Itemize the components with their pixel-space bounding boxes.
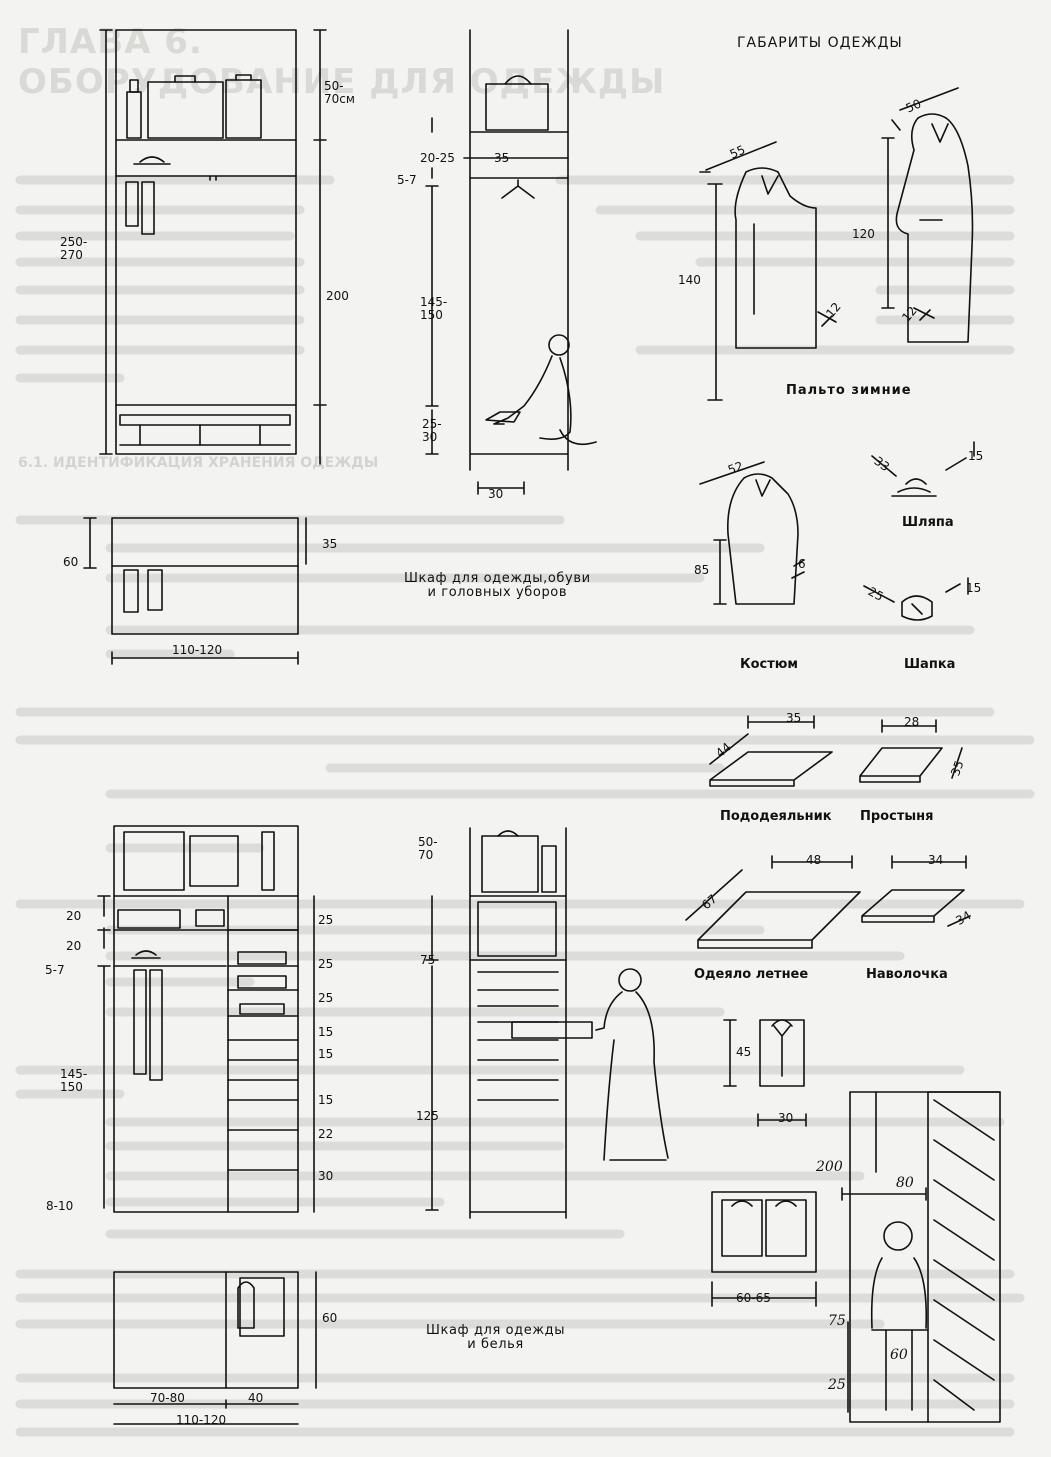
dim-shelf-22: 22 [318,1127,334,1141]
dim-duvet-35: 35 [786,711,802,725]
dim-figure-200: 200 [816,1159,843,1175]
dim-35: 35 [494,151,510,165]
winter-coat-2 [882,88,973,342]
dim-plan-70-80: 70-80 [150,1391,185,1405]
dim-cap-15: 15 [966,581,982,595]
label-winter-coats: Пальто зимние [786,383,912,398]
dim-suit-6: 6 [798,557,806,571]
dim-125: 125 [416,1109,439,1123]
shirts-box [712,1192,816,1306]
dim-shelf-30: 30 [318,1169,334,1183]
caption-wardrobe-top: Шкаф для одежды,обуви и головных уборов [404,571,591,600]
label-cap: Шапка [904,657,956,672]
dim-145-150-b: 145- 150 [60,1067,88,1094]
dim-shirt-30: 30 [778,1111,794,1125]
bottom-wardrobe-plan [114,1272,316,1424]
dim-figure-25: 25 [828,1377,846,1393]
dim-suit-85: 85 [694,563,710,577]
shirt-folded [724,1020,806,1126]
duvet-cover [710,716,832,786]
dim-250-270: 250- 270 [60,235,88,262]
dim-plan-60-b: 60 [322,1311,338,1325]
suit [700,462,804,604]
dim-50-70-b: 50- 70 [418,835,438,862]
dim-figure-80: 80 [896,1175,914,1191]
dim-shirt-45: 45 [736,1045,752,1059]
dim-sheet-28: 28 [904,715,920,729]
top-wardrobe-plan [84,518,306,664]
dim-5-7-b: 5-7 [45,963,65,977]
cap [864,578,968,620]
summer-blanket [686,856,860,948]
dim-50-70cm: 50- 70см [324,79,355,106]
dim-plan-60: 60 [63,555,79,569]
dim-20-b: 20 [66,939,82,953]
dim-hat-15: 15 [968,449,984,463]
ghost-chapter-heading-2: ОБОРУДОВАНИЕ ДЛЯ ОДЕЖДЫ [18,62,666,102]
ghost-chapter-heading-1: ГЛАВА 6. [18,22,203,62]
bottom-wardrobe-section [426,828,668,1218]
dim-figure-75: 75 [828,1313,846,1329]
label-hat: Шляпа [902,515,954,530]
dim-shelf-15-b: 15 [318,1047,334,1061]
dim-shirts-60-65: 60-65 [736,1291,771,1305]
bottom-wardrobe-elevation [98,826,314,1212]
label-duvet-cover: Пододеяльник [720,809,832,824]
dim-30: 30 [488,487,504,501]
dim-20-a: 20 [66,909,82,923]
figure-title: ГАБАРИТЫ ОДЕЖДЫ [737,35,903,51]
dim-75: 75 [420,953,436,967]
dim-shelf-25-c: 25 [318,991,334,1005]
pillowcase [862,856,970,926]
dim-coat1-140: 140 [678,273,701,287]
dim-pillow-34-a: 34 [928,853,944,867]
dim-coat2-120: 120 [852,227,875,241]
label-suit: Костюм [740,657,799,672]
sheet [860,720,962,782]
caption-wardrobe-bottom: Шкаф для одежды и белья [426,1323,566,1352]
dim-20-25: 20-25 [420,151,455,165]
top-wardrobe-section [426,30,596,494]
label-summer-blanket: Одеяло летнее [694,967,809,982]
ghost-text-lines [20,180,1030,1432]
dim-plan-110-120-b: 110-120 [176,1413,227,1427]
dim-shelf-15-c: 15 [318,1093,334,1107]
dim-figure-60: 60 [890,1347,908,1363]
dim-plan-35: 35 [322,537,338,551]
label-sheet: Простыня [860,809,934,824]
dim-plan-40: 40 [248,1391,264,1405]
dim-shelf-25-a: 25 [318,913,334,927]
dim-blanket-48: 48 [806,853,822,867]
ghost-section-heading: 6.1. ИДЕНТИФИКАЦИЯ ХРАНЕНИЯ ОДЕЖДЫ [18,455,379,471]
hat [872,442,974,496]
dim-25-30: 25- 30 [422,417,442,444]
dim-200: 200 [326,289,349,303]
dim-5-7: 5-7 [397,173,417,187]
dim-shelf-15-a: 15 [318,1025,334,1039]
winter-coat-1 [700,142,836,400]
dim-plan-110-120: 110-120 [172,643,223,657]
label-pillowcase: Наволочка [866,967,948,982]
dim-145-150: 145- 150 [420,295,448,322]
top-wardrobe-elevation [100,30,326,464]
dim-8-10: 8-10 [46,1199,74,1213]
dim-shelf-25-b: 25 [318,957,334,971]
human-figure [842,1092,1000,1422]
